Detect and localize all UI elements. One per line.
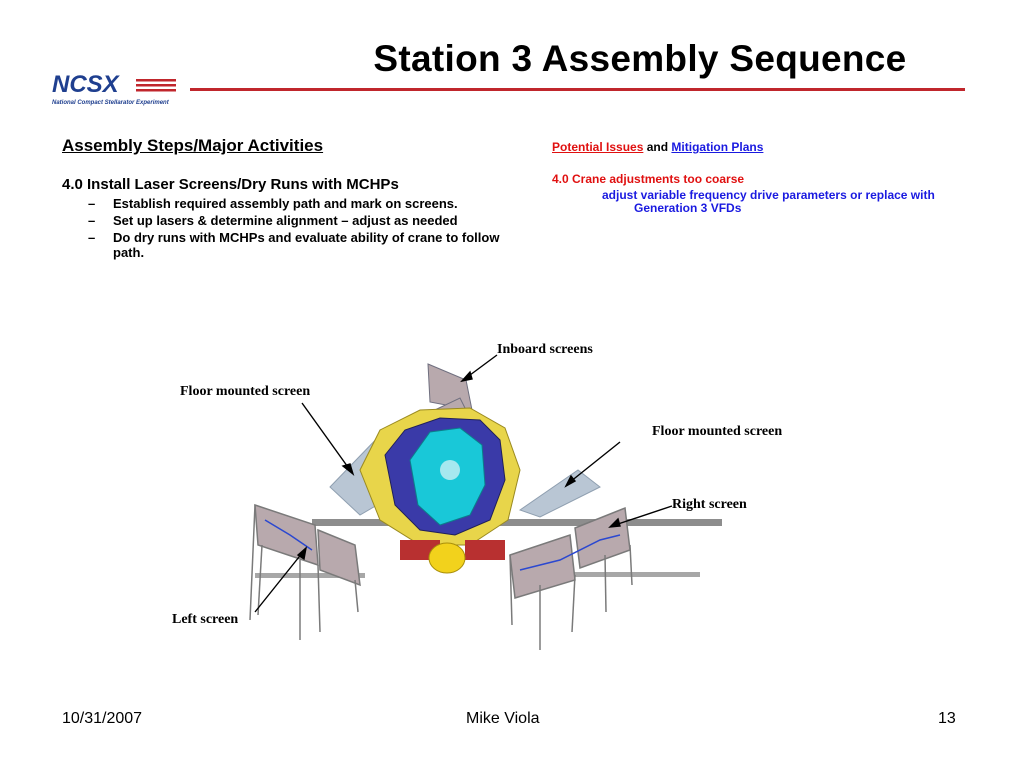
plan-line-2: Generation 3 VFDs bbox=[634, 201, 742, 215]
header-rule bbox=[190, 88, 965, 91]
callout-arrows bbox=[254, 354, 673, 613]
bullet-item: – Establish required assembly path and m… bbox=[88, 196, 508, 211]
mitigation-plans-label: Mitigation Plans bbox=[671, 140, 764, 154]
left-screen-assembly bbox=[249, 503, 361, 640]
footer-date: 10/31/2007 bbox=[62, 710, 143, 727]
assembly-diagram bbox=[249, 354, 722, 650]
bullet-item: – Set up lasers & determine alignment – … bbox=[88, 213, 508, 228]
issues-heading: Potential Issues and Mitigation Plans bbox=[552, 140, 763, 154]
bullet-dash: – bbox=[88, 196, 96, 211]
vacuum-vessel-assembly bbox=[359, 407, 521, 574]
callout-floor-screen-right: Floor mounted screen bbox=[652, 424, 783, 439]
steps-heading: Assembly Steps/Major Activities bbox=[62, 136, 324, 155]
callout-inboard-screens: Inboard screens bbox=[497, 342, 593, 357]
bullet-item: – Do dry runs with MCHPs and evaluate ab… bbox=[88, 230, 518, 260]
and-label: and bbox=[646, 140, 669, 154]
slide-title: Station 3 Assembly Sequence bbox=[373, 38, 907, 79]
issue-title: 4.0 Crane adjustments too coarse bbox=[552, 172, 745, 186]
bullet-dash: – bbox=[88, 213, 96, 228]
floor-screen-right bbox=[518, 469, 601, 518]
right-screen-assembly bbox=[509, 506, 633, 650]
bullet-dash: – bbox=[88, 230, 96, 245]
potential-issues-label: Potential Issues bbox=[552, 140, 644, 154]
bullet-text: Do dry runs with MCHPs and evaluate abil… bbox=[113, 230, 500, 260]
mitigation-plan: adjust variable frequency drive paramete… bbox=[602, 189, 972, 215]
floor-platform bbox=[255, 519, 722, 578]
logo-text: NCSX bbox=[52, 71, 121, 98]
callout-right-screen: Right screen bbox=[672, 497, 747, 512]
plan-line-1: adjust variable frequency drive paramete… bbox=[602, 188, 935, 202]
callout-left-screen: Left screen bbox=[172, 612, 239, 627]
callout-floor-screen-left: Floor mounted screen bbox=[180, 384, 311, 399]
page-number: 13 bbox=[938, 710, 956, 727]
step-title: 4.0 Install Laser Screens/Dry Runs with … bbox=[62, 176, 399, 193]
logo-subtitle: National Compact Stellarator Experiment bbox=[52, 100, 170, 106]
bullet-text: Establish required assembly path and mar… bbox=[113, 196, 458, 211]
footer-author: Mike Viola bbox=[466, 710, 540, 727]
bullet-text: Set up lasers & determine alignment – ad… bbox=[113, 213, 458, 228]
ncsx-logo: NCSX National Compact Stellarator Experi… bbox=[52, 71, 176, 106]
